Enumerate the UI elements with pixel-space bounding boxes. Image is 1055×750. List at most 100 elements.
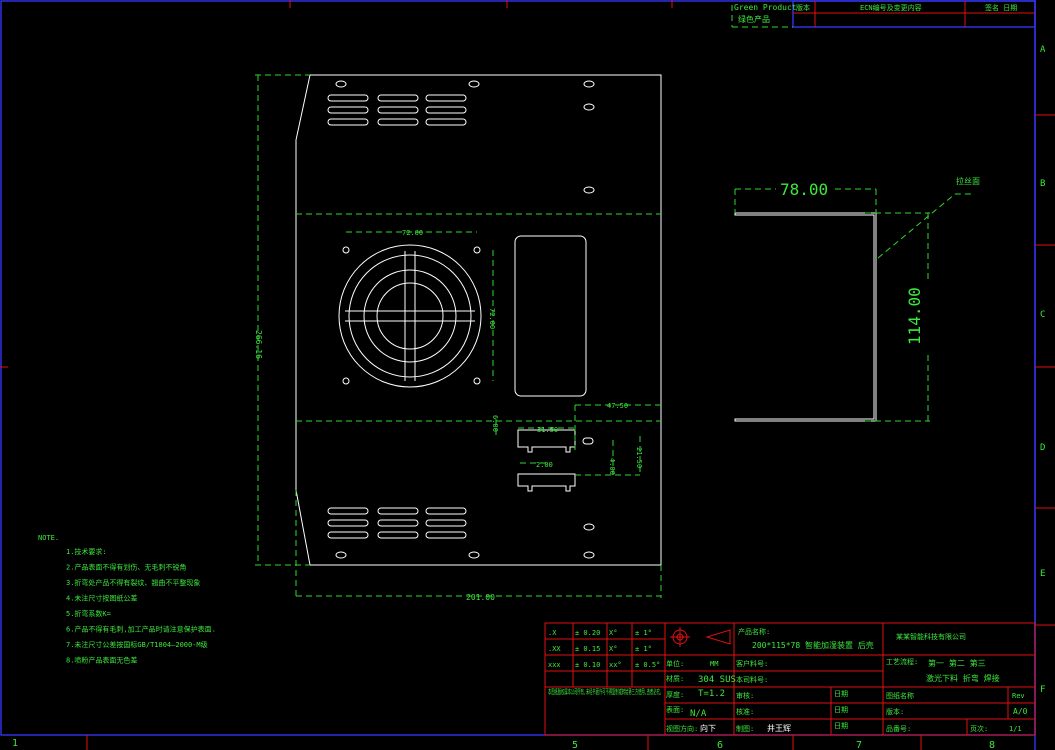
note-item: 3.折弯处产品不得有裂纹、翘曲不平整现象 (66, 578, 200, 587)
dim-21-50: 21.50 (635, 447, 643, 468)
panel-front-view (295, 74, 662, 566)
zone-col-7: 7 (856, 740, 862, 750)
material-label: 材质: (666, 674, 684, 683)
zone-row-d: D (1040, 443, 1045, 453)
dim-height: 266.16 (254, 330, 263, 359)
check-label: 审核: (736, 691, 754, 700)
thickness-label: 厚度: (666, 690, 684, 699)
fan-grille (338, 244, 482, 388)
note-item: 2.产品表面不得有划伤、无毛刺不锐角 (66, 563, 186, 572)
revision-block: Green Product 绿色产品 版本 ECN编号及变更内容 签名 日期 (731, 0, 1036, 28)
hole (468, 551, 480, 559)
hole (583, 551, 595, 559)
dim-fan-v: 72.00 (488, 308, 496, 329)
process-steps: 第一 第二 第三 (928, 658, 986, 668)
vent-slot (327, 531, 369, 539)
note-item: 8.喷粉产品表面无色差 (66, 656, 137, 665)
zone-col-8: 8 (989, 740, 995, 750)
zone-row-a: A (1040, 45, 1046, 55)
tolerance-cell: X° (609, 645, 617, 653)
product-name-label: 产品名称: (738, 627, 770, 636)
unit-value: MM (710, 660, 718, 668)
tolerance-cell: ± 0.10 (575, 661, 600, 669)
hole (335, 551, 347, 559)
rev-col-version: 版本 (796, 3, 810, 12)
vent-slot (425, 519, 467, 527)
drawing-name-label: 图纸名称 (886, 691, 914, 700)
brushed-surface-note: 拉丝面 (956, 176, 980, 186)
dim-side-height: 114.00 (905, 287, 924, 345)
note-item: 6.产品不得有毛刺,加工产品时请注意保护表面. (66, 625, 216, 634)
note-item: 5.折弯系数K= (66, 609, 111, 618)
page-label: 页次: (970, 724, 988, 733)
hole (583, 80, 595, 88)
view-label: 视图方向: (666, 724, 698, 733)
hole (583, 186, 595, 194)
vent-slot (377, 94, 419, 102)
vent-slot (377, 118, 419, 126)
dim-6-00: 6.00 (491, 415, 499, 432)
rev-value: A/0 (1013, 707, 1028, 716)
tolerance-cell: X° (609, 629, 617, 637)
dim-47-50: 47.50 (607, 402, 628, 410)
process-names: 激光下料 折弯 焊接 (926, 673, 1000, 683)
mount-holes (335, 80, 595, 559)
zone-row-f: F (1040, 685, 1045, 695)
tolerance-cell: .X (548, 629, 557, 637)
company-name: 某某智能科技有限公司 (896, 632, 966, 641)
vent-slot (425, 94, 467, 102)
vent-slot (425, 106, 467, 114)
process-label: 工艺流程: (886, 657, 918, 666)
zone-row-e: E (1040, 569, 1045, 579)
vent-slot (425, 507, 467, 515)
date-3: 日期 (834, 722, 848, 730)
vent-slot (327, 118, 369, 126)
zone-row-c: C (1040, 310, 1045, 320)
dimensions: 266.16 201.00 72.00 72.00 47.50 31.50 2.… (254, 74, 662, 602)
hole (335, 80, 347, 88)
rev-col-sign: 签名 日期 (985, 3, 1017, 12)
vent-slot (425, 531, 467, 539)
dim-width: 201.00 (466, 593, 495, 602)
vent-slot (377, 519, 419, 527)
vent-slot (377, 531, 419, 539)
dim-fan-h: 72.00 (402, 229, 423, 237)
notes-title: NOTE. (38, 534, 59, 542)
drawer-name: 井王辉 (767, 723, 791, 733)
green-product-cn: 绿色产品 (738, 14, 770, 24)
green-product-label: Green Product (734, 3, 797, 12)
draw-label: 制图: (736, 724, 754, 733)
surface-label: 表面: (666, 705, 684, 714)
view-value: 向下 (700, 723, 716, 733)
zone-col-1: 1 (12, 738, 18, 749)
surface-value: N/A (690, 709, 707, 719)
tolerance-cell: ± 0.20 (575, 629, 600, 637)
note-item: 7.未注尺寸公差按国标GB/T1804—2000-M级 (66, 640, 208, 649)
unit-label: 单位: (666, 659, 684, 668)
tolerance-cell: ± 0.15 (575, 645, 600, 653)
hole (468, 80, 480, 88)
tolerance-cell: xxx (548, 661, 561, 669)
copyright-note: 本图纸版权属本公司所有,未经书面许可不得复制或转给第三方使用,违者必究。 (548, 687, 663, 696)
vent-slot (377, 106, 419, 114)
display-window (514, 235, 587, 397)
note-item: 1.技术要求: (66, 547, 107, 556)
dim-side-width: 78.00 (780, 180, 828, 199)
tolerance-cell: xx° (609, 661, 622, 669)
tolerance-cell: ± 1° (635, 629, 652, 637)
date-2: 日期 (834, 706, 848, 714)
zone-col-6: 6 (717, 740, 723, 750)
date-1: 日期 (834, 690, 848, 698)
dim-2-00: 2.00 (536, 461, 553, 469)
part-no-label: 本司料号: (736, 675, 768, 684)
hole (583, 103, 595, 111)
product-name: 200*115*78 智能加湿装置 后壳 (752, 640, 874, 650)
rev-col-ecn: ECN编号及变更内容 (860, 3, 922, 12)
dim-4-00: 4.00 (608, 458, 616, 475)
vent-slot (327, 519, 369, 527)
vent-slots (327, 94, 467, 539)
tolerance-cell: ± 0.5° (635, 661, 660, 669)
vent-slot (327, 106, 369, 114)
